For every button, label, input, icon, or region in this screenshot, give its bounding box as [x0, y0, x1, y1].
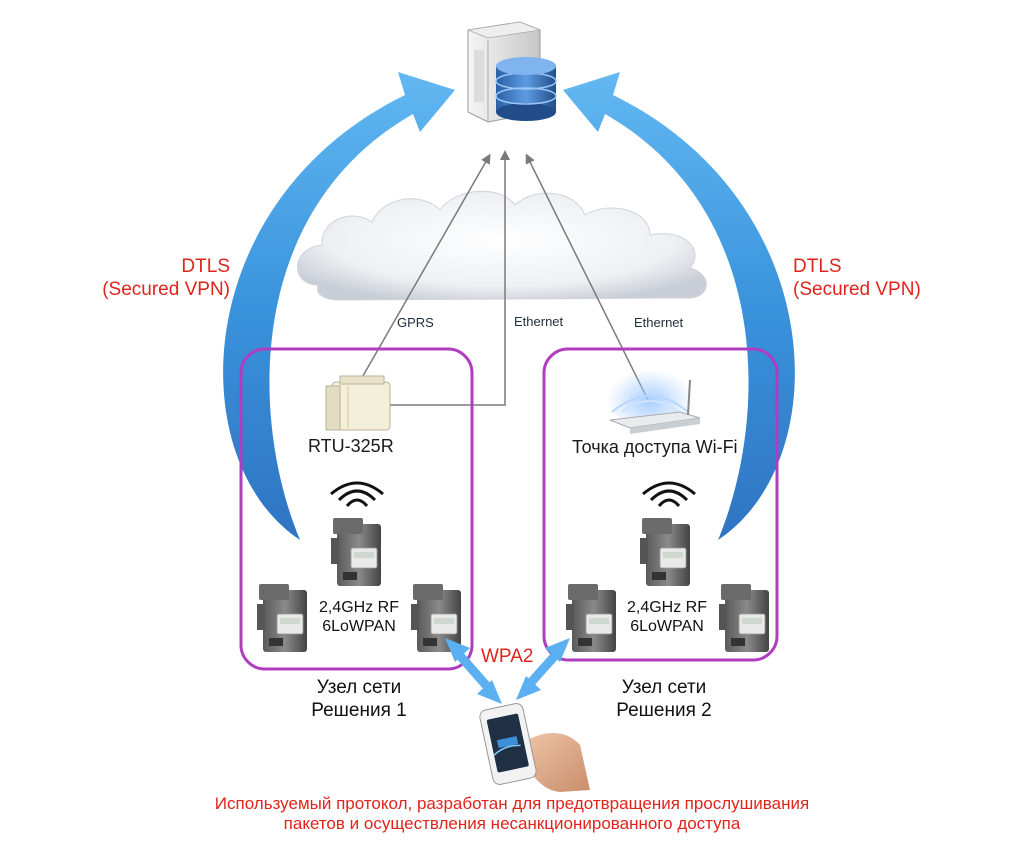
- rtu-325r-device-icon: [325, 375, 391, 431]
- rf-waves-icon-1: [329, 481, 385, 508]
- node-1-line2: Решения 1: [311, 699, 407, 721]
- solution-1-frame: [239, 347, 474, 671]
- rf-stack-2: 6LoWPAN: [630, 618, 704, 636]
- connection-lines: [351, 150, 649, 406]
- solution-2-node-label: Узел сети Решения 2: [604, 677, 724, 723]
- dtls-left-label: DTLS (Secured VPN): [102, 256, 230, 302]
- dtls-right-line1: DTLS: [793, 256, 842, 277]
- ethernet-left-label: Ethernet: [514, 314, 564, 329]
- smart-meter-icon: [256, 583, 308, 653]
- rtu-325r-label: RTU-325R: [308, 436, 394, 456]
- rf-protocol-label-2: 2,4GHz RF 6LoWPAN: [622, 598, 712, 636]
- ethernet-right-label: Ethernet: [634, 315, 684, 330]
- rf-freq-2: 2,4GHz RF: [626, 599, 707, 616]
- solution-2-frame: [542, 347, 779, 662]
- node-2-line1: Узел сети: [621, 677, 707, 698]
- gprs-label: GPRS: [397, 315, 434, 330]
- smartphone-icon: [479, 703, 590, 792]
- wifi-router-icon: [606, 363, 701, 434]
- wpa2-label: WPA2: [481, 646, 534, 667]
- rf-freq-1: 2,4GHz RF: [318, 599, 399, 616]
- smart-meter-icon: [639, 517, 691, 587]
- footnote-line1: Используемый протокол, разработан для пр…: [214, 794, 810, 813]
- node-2-line2: Решения 2: [616, 699, 712, 721]
- dtls-right-line2: (Secured VPN): [793, 278, 921, 300]
- cloud-icon: [297, 190, 707, 301]
- rf-waves-icon-2: [641, 481, 697, 508]
- node-1-line1: Узел сети: [316, 677, 402, 698]
- dtls-left-line1: DTLS: [181, 256, 230, 277]
- dtls-left-line2: (Secured VPN): [102, 278, 230, 300]
- smart-meter-icon: [718, 583, 770, 653]
- footnote-line2: пакетов и осуществления несанкционирован…: [283, 814, 741, 834]
- dtls-arrow-left: [223, 72, 455, 540]
- rf-protocol-label-1: 2,4GHz RF 6LoWPAN: [314, 598, 404, 636]
- dtls-arrow-right: [563, 72, 795, 540]
- solution-1-node-label: Узел сети Решения 1: [299, 677, 419, 723]
- wifi-access-point-label: Точка доступа Wi-Fi: [572, 437, 738, 457]
- footnote: Используемый протокол, разработан для пр…: [0, 794, 1024, 835]
- dtls-right-label: DTLS (Secured VPN): [793, 256, 921, 302]
- smart-meter-icon: [565, 583, 617, 653]
- rf-stack-1: 6LoWPAN: [322, 618, 396, 636]
- wpa2-arrow-right: [516, 638, 570, 700]
- smart-meter-icon: [330, 517, 382, 587]
- wpa2-arrow-left: [445, 638, 502, 704]
- database-icon: [495, 57, 557, 121]
